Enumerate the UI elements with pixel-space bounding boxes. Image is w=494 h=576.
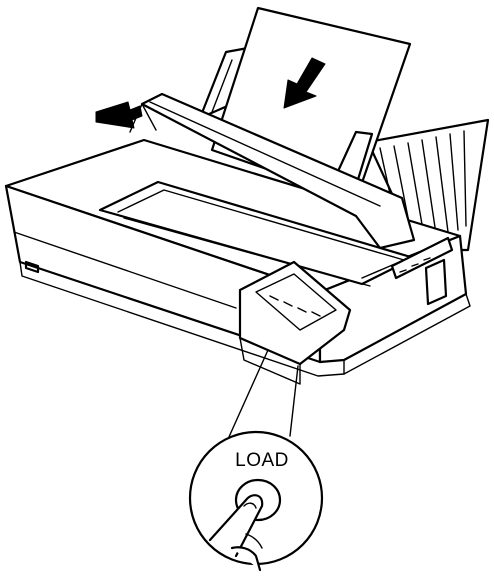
load-button-callout: LOAD — [188, 430, 324, 572]
finger-press-icon — [208, 494, 264, 572]
callout-leader — [223, 349, 299, 449]
paper-feed-arrow-icon — [283, 57, 326, 109]
side-controls — [390, 236, 454, 306]
pull-direction-arrow-icon — [95, 101, 143, 129]
access-cover — [129, 92, 416, 250]
operator-panel — [238, 260, 352, 385]
load-button-label: LOAD — [235, 450, 289, 471]
